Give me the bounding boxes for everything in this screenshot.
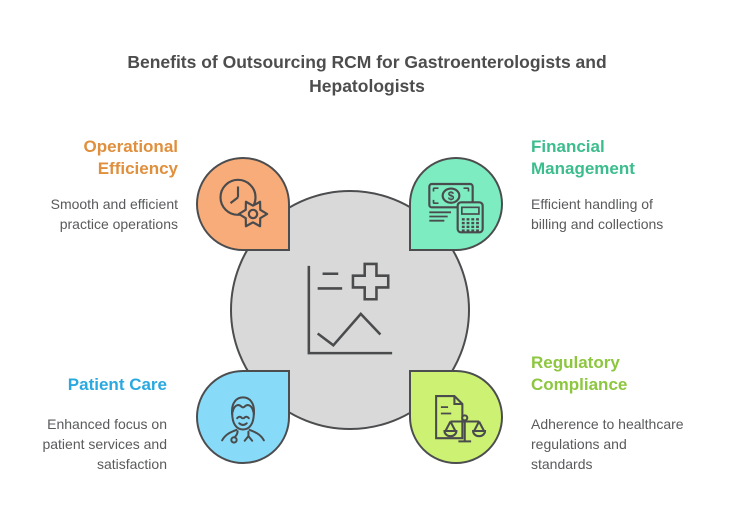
medical-chart-icon [307,262,393,355]
document-fold [453,395,463,405]
doctor-face [231,411,255,431]
bill-oval [441,187,461,204]
medical-cross-icon [351,262,390,301]
speed-lines [429,211,451,222]
scales-knob [461,413,469,421]
scales-left-pan [443,429,458,437]
shape-regulatory-compliance [409,370,503,464]
shape-operational-efficiency [196,157,290,251]
heading-patient-care: Patient Care [67,375,167,394]
calculator-screen [461,206,480,215]
shape-financial-management: $ [409,157,503,251]
quadrant-patient-care: Patient Care Enhanced focus on patient s… [0,374,167,474]
description-operational-efficiency: Smooth and efficient practice operations [50,196,178,232]
doctor-shoulders [221,428,265,442]
money-calculator-icon: $ [428,182,484,234]
scales-right-pan [472,429,487,437]
gear-hole [247,208,259,220]
doctor-hairline [231,404,255,413]
stethoscope-earpieces [243,430,254,442]
calculator-buttons [461,218,479,232]
page-title: Benefits of Outsourcing RCM for Gastroen… [127,52,607,96]
description-financial-management: Efficient handling of billing and collec… [531,196,664,232]
description-patient-care: Enhanced focus on patient services and s… [42,416,167,472]
quadrant-operational-efficiency: Operational Efficiency Smooth and effici… [3,136,178,234]
scales-right-strings [473,420,485,431]
document-lines [440,405,452,414]
document-scales-icon [435,394,487,442]
shape-patient-care [196,370,290,464]
chart-axes [307,265,393,355]
heading-financial-management: Financial Management [531,137,635,178]
clock-gear-icon [219,178,269,228]
scales-pole [458,420,472,442]
quadrant-financial-management: Financial Management Efficient handling … [531,136,716,234]
dollar-sign: $ [448,190,455,203]
bill-corner-marks [432,187,470,204]
dollar-bill [428,182,474,209]
quadrant-regulatory-compliance: Regulatory Compliance Adherence to healt… [531,352,716,474]
clock-hands [229,186,240,205]
heading-operational-efficiency: Operational Efficiency [83,137,178,178]
doctor-eyes [236,415,250,420]
doctor-icon [221,396,265,444]
clock-face [219,178,257,216]
doctor-hair [231,396,255,416]
doctor-smile [238,422,248,426]
description-regulatory-compliance: Adherence to healthcare regulations and … [531,416,684,472]
chart-trend-line [316,312,382,348]
calculator [456,201,484,234]
scales-left-strings [444,420,457,431]
gear-icon [237,200,269,228]
stethoscope-chestpiece [230,436,238,444]
heading-regulatory-compliance: Regulatory Compliance [531,353,628,394]
